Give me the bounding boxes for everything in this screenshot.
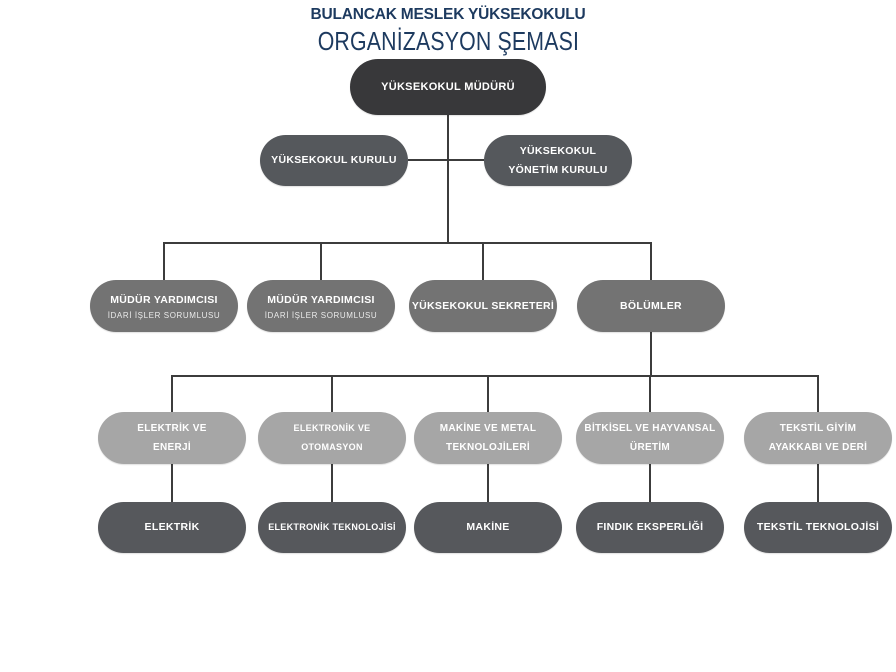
connector-program-1 xyxy=(171,464,173,502)
node-dept-electric-energy: ELEKTRİK VE ENERJİ xyxy=(98,412,246,464)
node-dept-machine-metal: MAKİNE VE METAL TEKNOLOJİLERİ xyxy=(414,412,562,464)
connector-program-5 xyxy=(817,464,819,502)
node-sublabel: İDARİ İŞLER SORUMLUSU xyxy=(264,310,378,320)
connector-director-trunk xyxy=(447,115,449,244)
connector-units-bus xyxy=(163,242,652,244)
node-label-line-2: YÖNETİM KURULU xyxy=(508,163,608,176)
node-label: TEKSTİL TEKNOLOJİSİ xyxy=(756,521,880,533)
node-label-line-1: ELEKTRONİK VE xyxy=(293,423,371,433)
node-label-line-2: TEKNOLOJİLERİ xyxy=(446,442,530,453)
node-label-line-2: AYAKKABI VE DERİ xyxy=(768,442,868,453)
node-label: YÜKSEKOKUL MÜDÜRÜ xyxy=(381,80,515,93)
connector-program-4 xyxy=(649,464,651,502)
connector-departments-bus xyxy=(171,375,819,377)
connector-dept-1 xyxy=(171,375,173,412)
node-label: FINDIK EKSPERLİĞİ xyxy=(596,521,704,533)
node-label: BÖLÜMLER xyxy=(620,299,682,312)
connector-unit-4 xyxy=(650,242,652,280)
node-dept-textile-clothing: TEKSTİL GİYİM AYAKKABI VE DERİ xyxy=(744,412,892,464)
node-sublabel: İDARİ İŞLER SORUMLUSU xyxy=(107,310,221,320)
node-deputy-director-2: MÜDÜR YARDIMCISI İDARİ İŞLER SORUMLUSU xyxy=(247,280,395,332)
node-label: MAKİNE xyxy=(466,521,510,533)
node-label: MÜDÜR YARDIMCISI xyxy=(267,293,375,306)
node-label-line-2: OTOMASYON xyxy=(301,442,363,452)
node-program-electric: ELEKTRİK xyxy=(98,502,246,553)
node-departments: BÖLÜMLER xyxy=(577,280,725,332)
node-label: YÜKSEKOKUL SEKRETERİ xyxy=(411,299,555,312)
node-label-line-2: ÜRETİM xyxy=(629,442,671,453)
node-label: ELEKTRONİK TEKNOLOJİSİ xyxy=(268,522,396,532)
node-label-line-1: ELEKTRİK VE xyxy=(137,423,207,434)
connector-departments-trunk xyxy=(650,332,652,376)
node-school-board: YÜKSEKOKUL KURULU xyxy=(260,135,408,186)
connector-dept-5 xyxy=(817,375,819,412)
connector-dept-3 xyxy=(487,375,489,412)
connector-boards xyxy=(408,159,484,161)
connector-dept-4 xyxy=(649,375,651,412)
node-dept-electronics-automation: ELEKTRONİK VE OTOMASYON xyxy=(258,412,406,464)
connector-unit-1 xyxy=(163,242,165,280)
node-label-line-1: TEKSTİL GİYİM xyxy=(779,423,857,434)
connector-dept-2 xyxy=(331,375,333,412)
node-dept-plant-animal-production: BİTKİSEL VE HAYVANSAL ÜRETİM xyxy=(576,412,724,464)
connector-program-2 xyxy=(331,464,333,502)
node-program-hazelnut-expertise: FINDIK EKSPERLİĞİ xyxy=(576,502,724,553)
connector-unit-2 xyxy=(320,242,322,280)
node-label: MÜDÜR YARDIMCISI xyxy=(110,293,218,306)
node-label: YÜKSEKOKUL KURULU xyxy=(271,154,397,166)
node-school-secretary: YÜKSEKOKUL SEKRETERİ xyxy=(409,280,557,332)
node-program-textile-technology: TEKSTİL TEKNOLOJİSİ xyxy=(744,502,892,553)
chart-title: ORGANİZASYON ŞEMASI xyxy=(317,26,579,56)
institution-title: BULANCAK MESLEK YÜKSEKOKULU xyxy=(310,6,586,23)
node-label-line-2: ENERJİ xyxy=(153,442,191,453)
node-school-executive-board: YÜKSEKOKUL YÖNETİM KURULU xyxy=(484,135,632,186)
connector-program-3 xyxy=(487,464,489,502)
node-label-line-1: MAKİNE VE METAL xyxy=(439,423,537,434)
node-label: ELEKTRİK xyxy=(144,521,200,533)
node-deputy-director-1: MÜDÜR YARDIMCISI İDARİ İŞLER SORUMLUSU xyxy=(90,280,238,332)
connector-unit-3 xyxy=(482,242,484,280)
node-program-electronics-technology: ELEKTRONİK TEKNOLOJİSİ xyxy=(258,502,406,553)
node-label-line-1: YÜKSEKOKUL xyxy=(519,144,597,157)
node-label-line-1: BİTKİSEL VE HAYVANSAL xyxy=(584,423,716,434)
node-director: YÜKSEKOKUL MÜDÜRÜ xyxy=(350,59,546,115)
node-program-machine: MAKİNE xyxy=(414,502,562,553)
